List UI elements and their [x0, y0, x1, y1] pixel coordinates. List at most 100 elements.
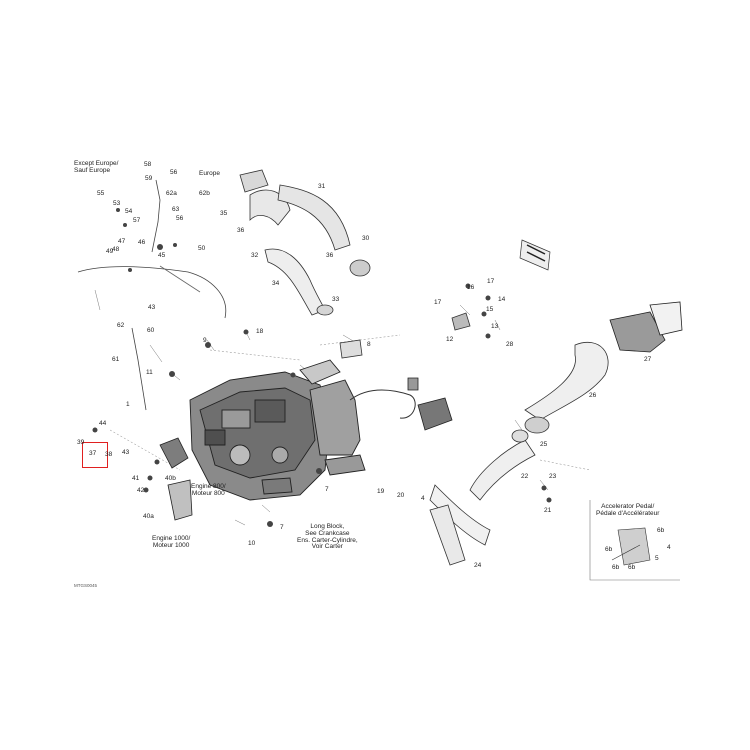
part-label[interactable]: 62a: [166, 190, 177, 197]
part-label[interactable]: 60: [147, 327, 155, 334]
part-label[interactable]: 17: [434, 299, 442, 306]
part-label[interactable]: 6b: [612, 564, 620, 571]
note-accelerator-pedal-fr: Pédale d'Accélérateur: [596, 509, 660, 517]
part-label[interactable]: 35: [220, 210, 228, 217]
part-label[interactable]: 4: [667, 544, 671, 551]
note-long-block-1: Long Block,: [310, 523, 345, 530]
part-label[interactable]: 6b: [605, 546, 613, 553]
part-label[interactable]: 5: [655, 555, 659, 562]
document-code: MTGS0045: [74, 583, 98, 588]
part-label[interactable]: 30: [362, 235, 370, 242]
part-label[interactable]: 48: [112, 246, 120, 253]
part-label[interactable]: 11: [146, 369, 153, 376]
part-label[interactable]: 58: [144, 161, 152, 168]
part-label[interactable]: 15: [486, 306, 494, 313]
part-label[interactable]: 6b: [628, 564, 636, 571]
part-label[interactable]: 4: [421, 495, 425, 502]
part-label[interactable]: 43: [122, 449, 130, 456]
part-label[interactable]: 33: [332, 296, 340, 303]
part-label[interactable]: 50: [198, 245, 206, 252]
part-label[interactable]: 25: [540, 441, 548, 448]
warning-decal: [519, 239, 551, 271]
part-label[interactable]: 8: [367, 341, 371, 348]
ecu-module: [407, 377, 453, 431]
note-accelerator-pedal-en: Accelerator Pedal/: [601, 503, 655, 510]
part-label[interactable]: 26: [589, 392, 597, 399]
bracket-rod: [131, 327, 147, 411]
part-label[interactable]: 34: [272, 280, 280, 287]
part-label[interactable]: 56: [176, 215, 184, 222]
part-label[interactable]: 63: [172, 206, 180, 213]
fasteners: [92, 208, 552, 527]
part-label[interactable]: 36: [326, 252, 334, 259]
part-label[interactable]: 7: [325, 486, 329, 493]
note-europe: Europe: [199, 170, 220, 177]
part-label[interactable]: 10: [248, 540, 256, 547]
note-long-block-4: Voir Carter: [311, 543, 343, 551]
part-label[interactable]: 57: [133, 217, 141, 224]
note-engine-1000-fr: Moteur 1000: [152, 541, 190, 549]
part-label[interactable]: 62b: [199, 190, 210, 197]
part-label[interactable]: 23: [549, 473, 557, 480]
highlighted-part-box[interactable]: [82, 442, 108, 468]
note-engine-800: Engine 800/ Moteur 800: [191, 483, 226, 498]
note-except-europe-fr: Sauf Europe: [74, 166, 111, 174]
part-label[interactable]: 1: [126, 401, 130, 408]
part-label[interactable]: 6b: [657, 527, 665, 534]
air-filter-housing: [609, 301, 683, 353]
part-label[interactable]: 46: [138, 239, 146, 246]
part-label[interactable]: 55: [97, 190, 105, 197]
part-label[interactable]: 44: [99, 420, 107, 427]
part-label[interactable]: 62: [117, 322, 125, 329]
clamp-parts: [339, 312, 471, 359]
note-accelerator-pedal: Accelerator Pedal/ Pédale d'Accélérateur: [596, 503, 660, 518]
part-label[interactable]: 27: [644, 356, 652, 363]
part-label[interactable]: 36: [237, 227, 245, 234]
part-label[interactable]: 9: [203, 337, 207, 344]
part-label[interactable]: 16: [467, 284, 475, 291]
part-label[interactable]: 41: [132, 475, 140, 482]
part-label[interactable]: 22: [521, 473, 529, 480]
part-label[interactable]: 56: [170, 169, 178, 176]
part-label[interactable]: 19: [377, 488, 385, 495]
throttle-cable-inner: [159, 265, 201, 293]
part-label[interactable]: 61: [112, 356, 120, 363]
part-label[interactable]: 20: [397, 492, 405, 499]
part-label[interactable]: 7: [280, 524, 284, 531]
part-label[interactable]: 47: [118, 238, 126, 245]
part-label[interactable]: 17: [487, 278, 495, 285]
accelerator-inset: [589, 500, 680, 581]
part-label[interactable]: 38: [105, 451, 113, 458]
part-label[interactable]: 49: [106, 248, 114, 255]
note-long-block: Long Block, See Crankcase Ens. Carter-Cy…: [297, 523, 358, 551]
part-label[interactable]: 40a: [143, 513, 154, 520]
note-except-europe-en: Except Europe/: [74, 160, 119, 167]
part-label[interactable]: 24: [474, 562, 482, 569]
part-label[interactable]: 28: [506, 341, 514, 348]
part-label[interactable]: 18: [256, 328, 264, 335]
note-long-block-2: See Crankcase: [305, 529, 350, 537]
part-label[interactable]: 53: [113, 200, 121, 207]
part-label[interactable]: 45: [158, 252, 166, 259]
part-label[interactable]: 59: [145, 175, 153, 182]
note-engine-800-en: Engine 800/: [191, 483, 226, 490]
dashed-reference: [109, 334, 591, 471]
exhaust-parts-top: [239, 169, 371, 316]
throttle-cable: [77, 266, 227, 319]
bracket-rod-2: [151, 179, 161, 253]
part-label[interactable]: 13: [491, 323, 499, 330]
part-label[interactable]: 42: [137, 487, 145, 494]
part-label[interactable]: 21: [544, 507, 552, 514]
part-label[interactable]: 14: [498, 296, 506, 303]
note-engine-800-fr: Moteur 800: [191, 489, 225, 497]
part-label[interactable]: 37: [89, 450, 97, 457]
part-label[interactable]: 40b: [165, 475, 176, 482]
part-label[interactable]: 31: [318, 183, 326, 190]
part-label[interactable]: 12: [446, 336, 454, 343]
part-label[interactable]: 54: [125, 208, 133, 215]
part-label[interactable]: 43: [148, 304, 156, 311]
part-label[interactable]: 32: [251, 252, 259, 259]
part-label[interactable]: 39: [77, 439, 85, 446]
